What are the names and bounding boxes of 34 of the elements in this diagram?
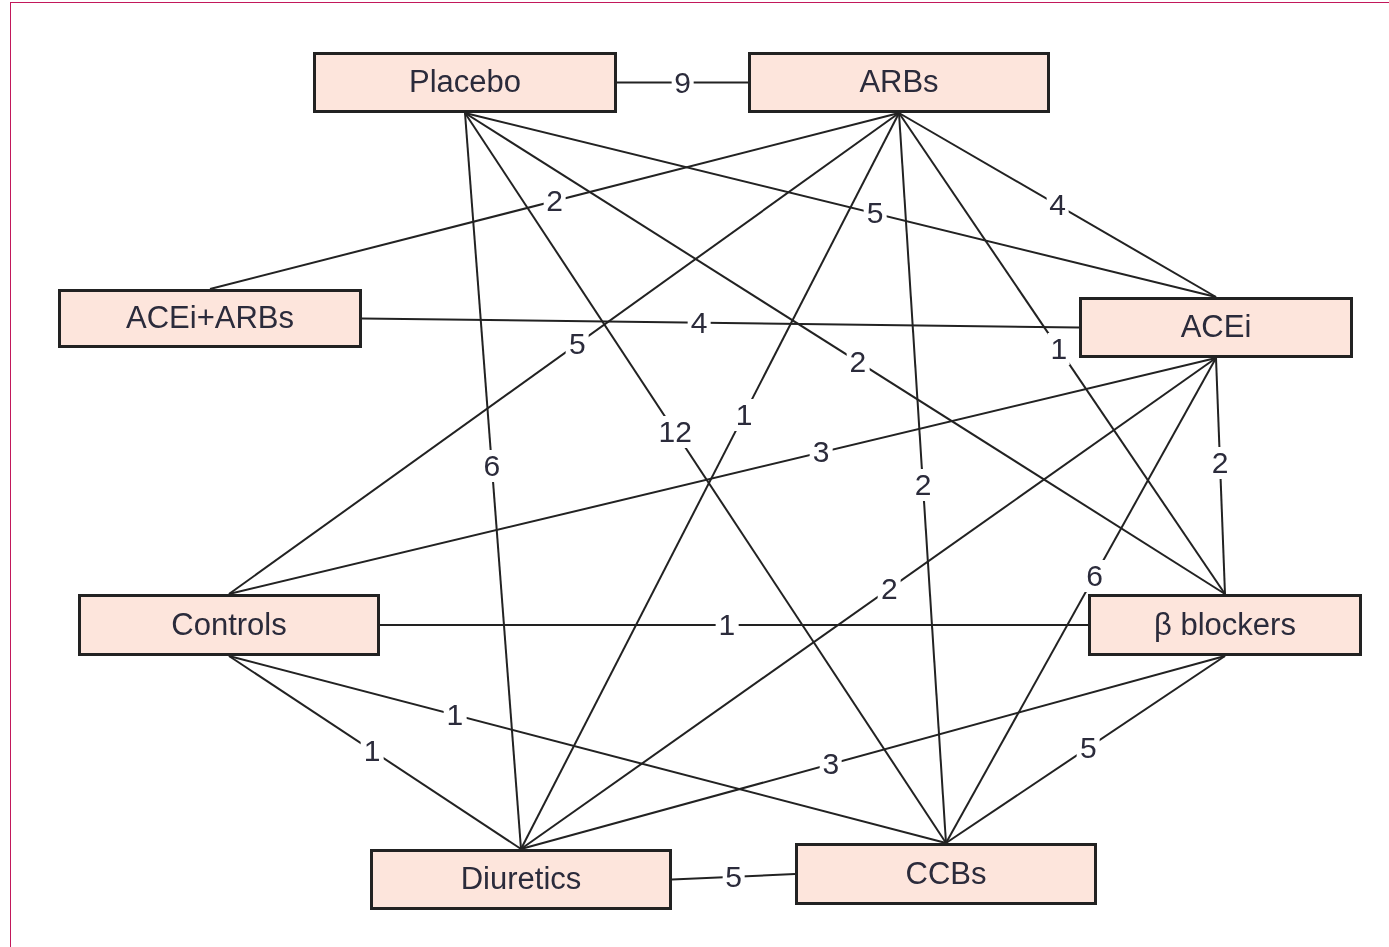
connector-line: [898, 112, 1226, 595]
node-label: ACEi: [1180, 308, 1252, 347]
connector-line: [228, 655, 947, 844]
connector-line: [228, 655, 522, 850]
treatment-box: [58, 289, 362, 348]
connector-line: [464, 112, 522, 850]
treatment-box: [1088, 594, 1362, 656]
connector-line: [945, 357, 1217, 844]
connector-line: [520, 112, 900, 850]
node-label: Controls: [171, 605, 287, 644]
edge-label: 6: [1083, 560, 1106, 593]
node-label: Diuretics: [460, 860, 582, 899]
connector-line: [945, 655, 1226, 844]
connector-line: [228, 112, 900, 595]
connector-line: [464, 112, 1226, 595]
treatment-box: [1079, 297, 1353, 358]
edge-label: 1: [1047, 332, 1071, 365]
treatment-box: [78, 594, 380, 656]
node-label: ARBs: [859, 63, 939, 102]
connector-line: [898, 112, 1217, 298]
node-label: CCBs: [905, 854, 987, 893]
treatment-box: [313, 52, 617, 113]
connector-line: [361, 317, 1080, 329]
treatment-box: [748, 52, 1050, 113]
edge-label: 1: [732, 398, 756, 431]
connector-line: [520, 357, 1217, 850]
treatment-box: [370, 849, 672, 910]
node-label: Placebo: [409, 63, 521, 102]
node-label: ACEi+ARBs: [126, 299, 294, 338]
connector-line: [379, 624, 1089, 626]
connector-line: [464, 112, 947, 844]
treatment-box: [795, 843, 1097, 905]
connector-line: [898, 112, 947, 844]
node-label: β blockers: [1154, 605, 1296, 644]
